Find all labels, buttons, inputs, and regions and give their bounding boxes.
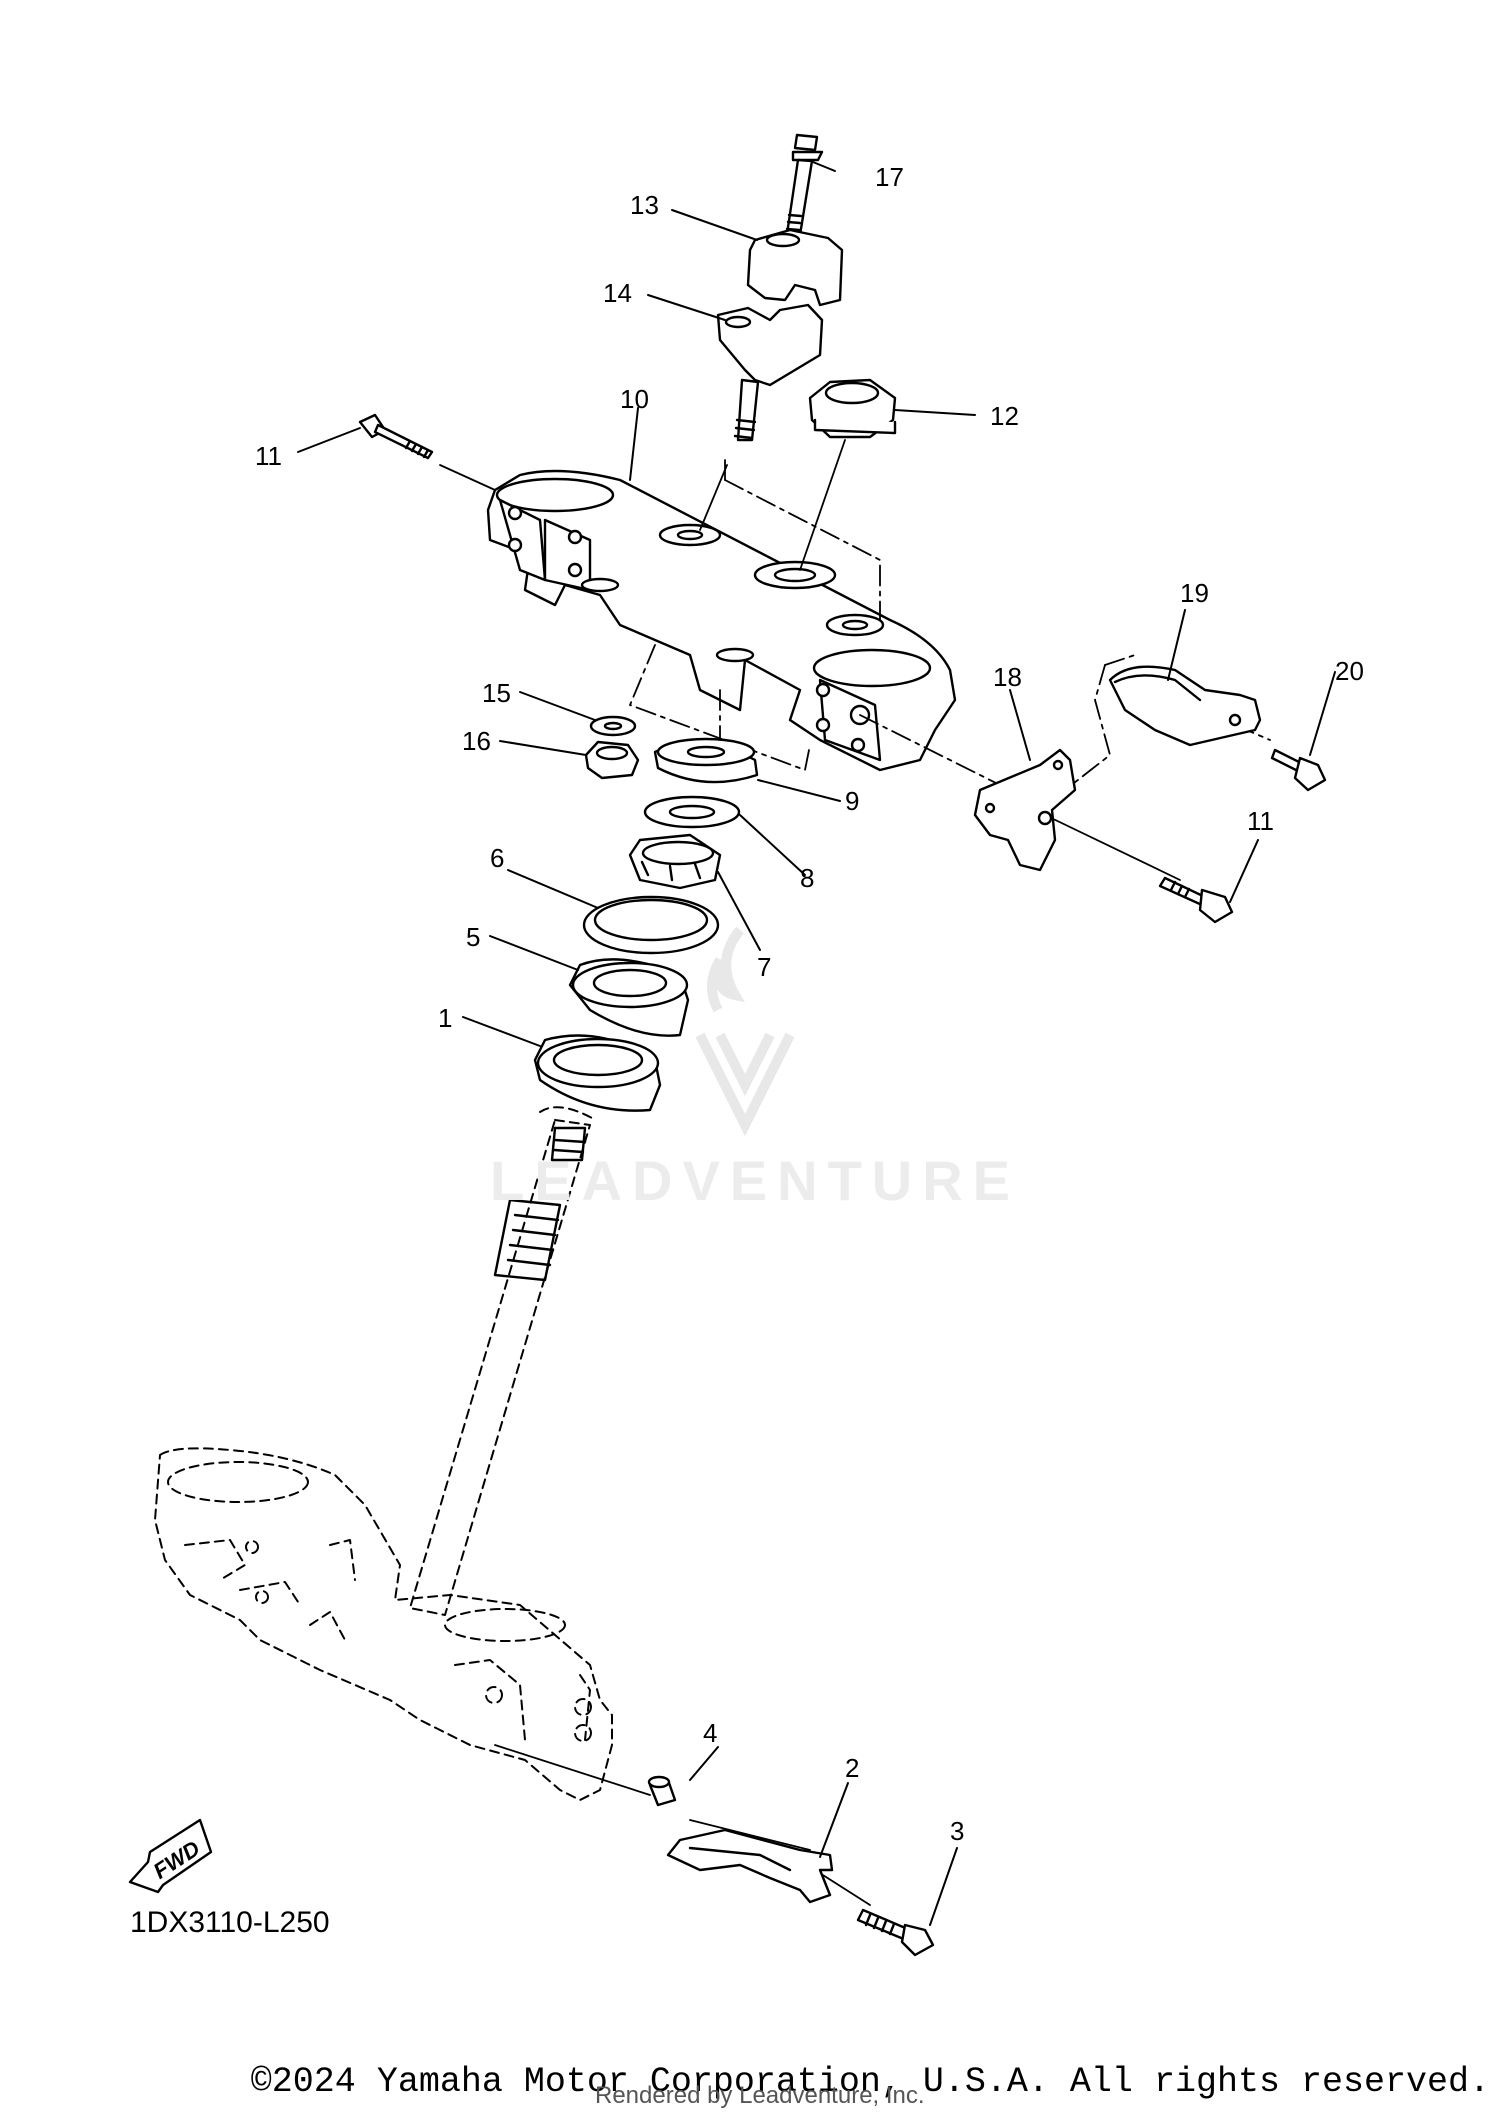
part-19-cable-clamp <box>1108 665 1262 747</box>
callout-8: 8 <box>800 863 814 893</box>
assembly-guide-lines <box>629 459 1271 791</box>
part-2-cable-guide <box>666 1828 834 1904</box>
callout-19: 19 <box>1180 578 1209 608</box>
part-15-washer <box>589 715 637 737</box>
part-7-ring-nut <box>628 833 722 890</box>
callout-11-upper: 11 <box>255 441 282 471</box>
watermark-logo <box>695 926 795 1137</box>
steering-stem-thread <box>493 1126 587 1282</box>
callout-7: 7 <box>757 952 771 982</box>
part-5-bearing <box>568 958 690 1037</box>
callout-5: 5 <box>466 922 480 952</box>
under-bracket-phantom <box>154 1106 613 1801</box>
callout-13: 13 <box>630 190 659 220</box>
part-9-spacer <box>653 737 759 784</box>
diagram-code: 1DX3110-L250 <box>130 1906 330 1939</box>
upper-bracket <box>486 469 957 772</box>
part-3-bolt <box>856 1908 935 1957</box>
part-14-handlebar-holder-lower <box>716 303 824 442</box>
part-1-bearing <box>533 1034 662 1112</box>
assembly-solid-lines <box>439 439 1181 1906</box>
part-12-nut <box>808 378 897 439</box>
callout-14: 14 <box>603 278 632 308</box>
part-4-collar <box>647 1775 677 1807</box>
callout-4: 4 <box>703 1718 717 1748</box>
callout-10: 10 <box>620 384 649 414</box>
part-16-nut <box>584 740 640 780</box>
leader-lines <box>297 159 1336 1926</box>
callout-1: 1 <box>438 1003 452 1033</box>
part-18-plate <box>973 748 1077 872</box>
part-13-handlebar-holder-upper <box>746 228 844 307</box>
callout-labels: 17 13 14 10 11 12 19 20 18 11 15 16 9 8 … <box>255 162 1364 1846</box>
callout-15: 15 <box>482 678 511 708</box>
callout-11-lower: 11 <box>1247 806 1274 836</box>
callout-12: 12 <box>990 401 1019 431</box>
part-8-washer <box>643 795 741 829</box>
callout-20: 20 <box>1335 656 1364 686</box>
fwd-badge: FWD <box>128 1818 213 1894</box>
copyright-notice: ©2024 Yamaha Motor Corporation, U.S.A. A… <box>250 2062 1490 2102</box>
callout-3: 3 <box>950 1816 964 1846</box>
callout-9: 9 <box>845 786 859 816</box>
callout-17: 17 <box>875 162 904 192</box>
callout-2: 2 <box>845 1753 859 1783</box>
callout-6: 6 <box>490 843 504 873</box>
part-20-bolt <box>1270 748 1327 792</box>
part-6-seal <box>582 895 720 955</box>
part-11-pinch-bolt-upper <box>358 413 434 460</box>
part-11-pinch-bolt-lower <box>1158 876 1234 924</box>
rendered-by-credit: Rendered by Leadventure, Inc. <box>595 2082 925 2109</box>
watermark-text: LEADVENTURE <box>490 1149 1021 1212</box>
callout-18: 18 <box>993 662 1022 692</box>
part-17-bolt <box>785 133 824 237</box>
callout-16: 16 <box>462 726 491 756</box>
